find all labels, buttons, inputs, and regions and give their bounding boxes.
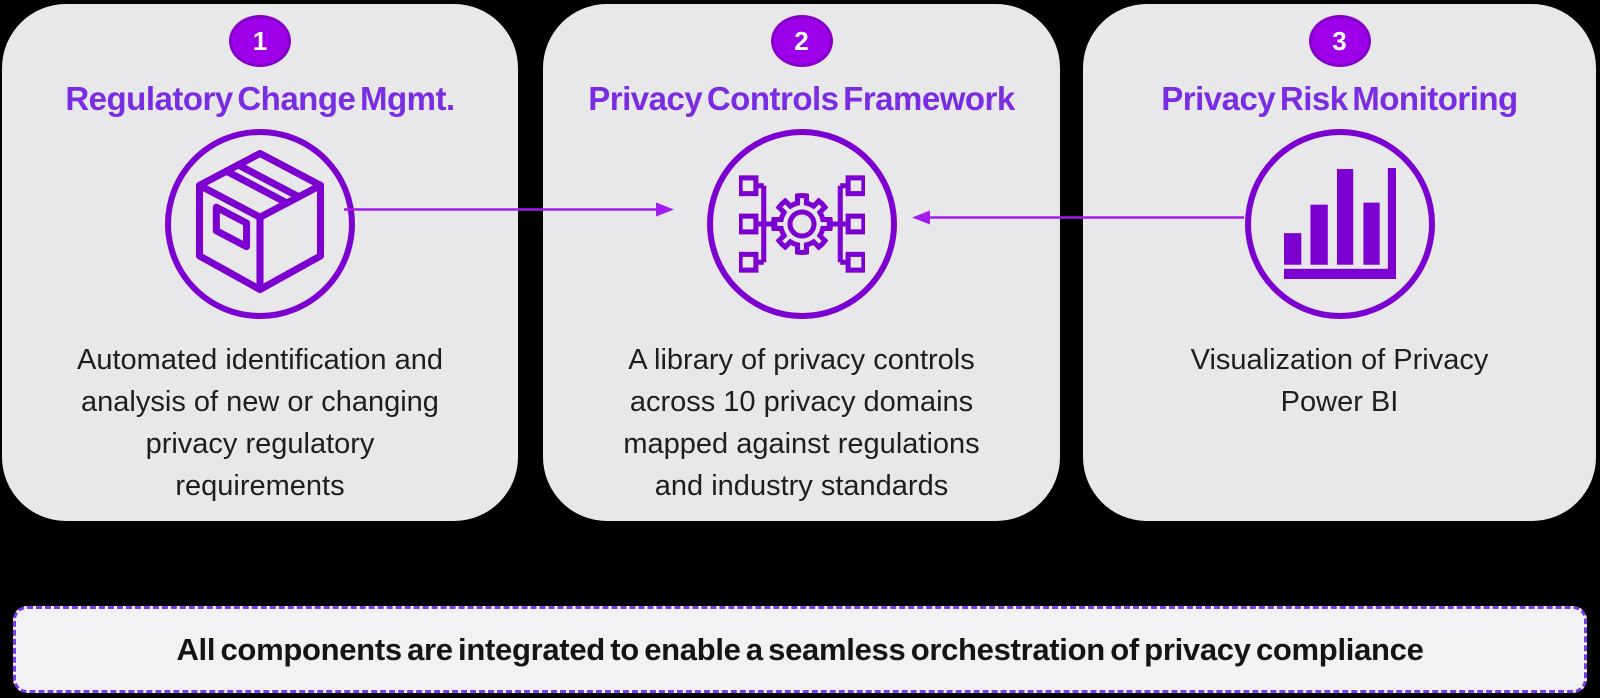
card-title: Privacy Controls Framework (588, 80, 1015, 117)
step-number: 2 (794, 25, 809, 56)
icon-circle (165, 129, 355, 319)
card-privacy-risk-monitoring: 3 Privacy Risk Monitoring Visualization … (1083, 4, 1596, 521)
gear-framework-icon (738, 175, 865, 273)
integration-banner: All components are integrated to enable … (13, 606, 1587, 693)
step-badge-3: 3 (1308, 15, 1371, 67)
card-title: Regulatory Change Mgmt. (65, 80, 455, 117)
card-privacy-controls-framework: 2 Privacy Controls Framework (543, 4, 1060, 521)
step-badge-1: 1 (229, 15, 291, 67)
icon-circle (706, 129, 897, 319)
card-title: Privacy Risk Monitoring (1161, 80, 1518, 117)
package-box-icon (195, 149, 325, 294)
icon-circle (1244, 129, 1435, 319)
card-regulatory-change-mgmt: 1 Regulatory Change Mgmt. Automated iden… (2, 4, 518, 521)
card-description: Automated identification and analysis of… (77, 344, 443, 502)
card-description: A library of privacy controls across 10 … (623, 344, 980, 502)
card-description: Visualization of Privacy Power BI (1190, 344, 1489, 418)
step-number: 1 (252, 25, 268, 56)
integration-banner-text: All components are integrated to enable … (176, 631, 1424, 667)
step-number: 3 (1332, 25, 1347, 56)
bar-chart-icon (1283, 168, 1396, 279)
step-badge-2: 2 (770, 15, 833, 67)
